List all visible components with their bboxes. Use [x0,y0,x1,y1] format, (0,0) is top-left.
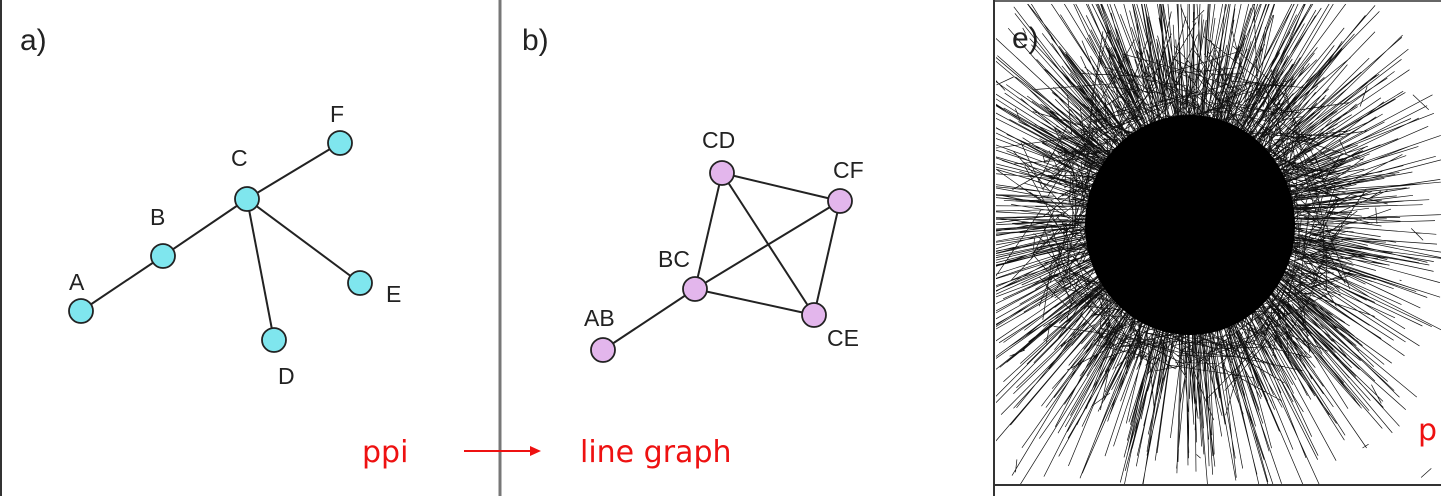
hairball-core [1085,115,1295,335]
node-C [234,186,260,212]
caption-from: ppi [362,435,408,470]
edge-B-C [162,198,248,257]
caption-to: line graph [580,435,732,470]
edge-CD-CE [721,172,815,316]
panel-b-label: b) [522,24,549,57]
edge-C-F [246,142,341,200]
node-BC [682,276,708,302]
node-label-CD: CD [702,127,735,153]
node-B [150,243,176,269]
edge-AB-BC [602,288,696,351]
node-E [347,270,373,296]
edge-BC-CD [694,172,723,290]
edge-CF-CE [813,200,841,316]
arrow-icon [464,446,541,456]
node-CE [801,302,827,328]
node-label-CF: CF [833,157,864,183]
edge-A-B [80,255,164,312]
node-label-E: E [386,281,401,307]
edge-C-D [246,198,275,341]
edge-BC-CE [694,288,815,316]
node-CD [709,160,735,186]
ppi-graph: A B C D E F [68,101,401,389]
panel-a-label: a) [20,24,47,57]
edge-C-E [246,198,361,284]
line-graph: AB BC CD CF CE [584,127,864,363]
node-label-B: B [150,204,165,230]
node-A [68,298,94,324]
edge-CD-CF [721,172,841,202]
node-AB [590,337,616,363]
node-label-A: A [69,269,85,295]
node-F [327,130,353,156]
node-label-AB: AB [584,305,615,331]
network-hairball [996,4,1441,484]
panel-e-cut-text: p [1418,413,1437,448]
node-label-F: F [330,101,344,127]
node-label-D: D [278,363,295,389]
node-label-C: C [231,145,248,171]
node-D [261,327,287,353]
node-label-BC: BC [658,246,690,272]
node-label-CE: CE [827,325,859,351]
node-CF [827,188,853,214]
